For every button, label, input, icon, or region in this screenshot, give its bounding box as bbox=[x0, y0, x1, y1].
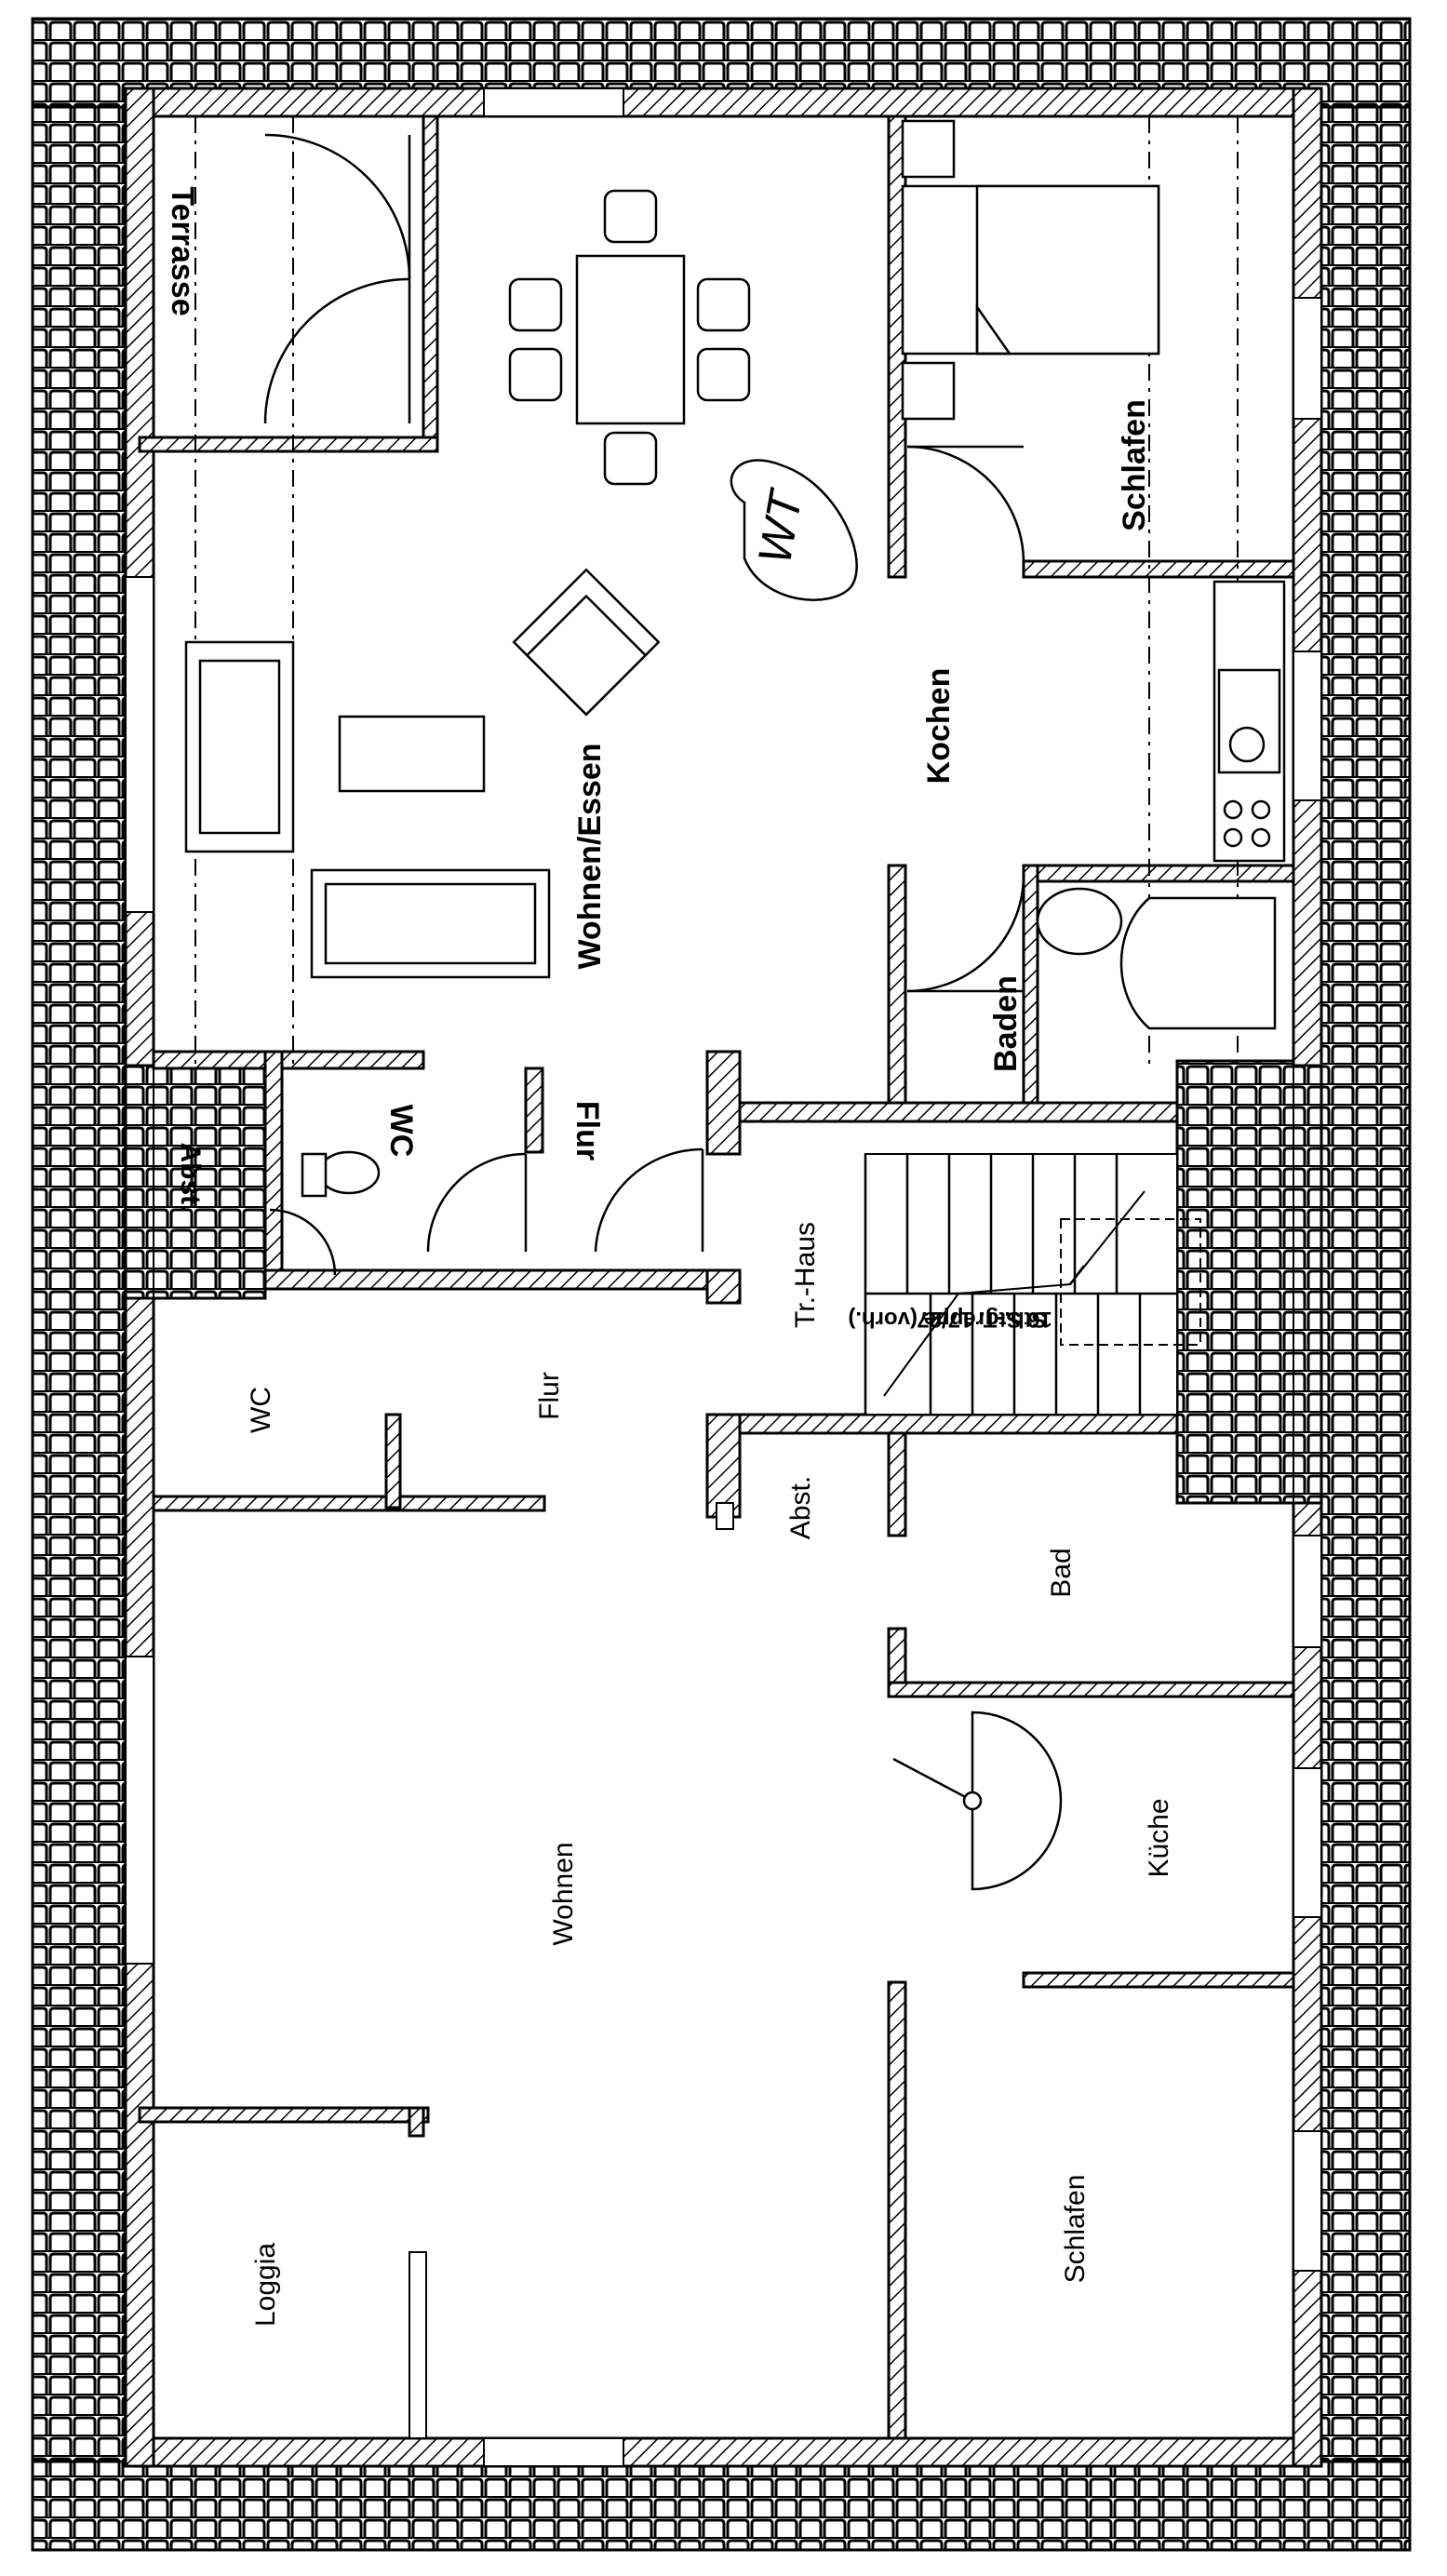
room-label-storage-top: Abst. bbox=[175, 1143, 206, 1213]
interior-walls-top bbox=[138, 114, 1295, 1519]
room-label-hall-top: Flur bbox=[569, 1101, 605, 1161]
stair-labels: Tr.-Haus Stb.-Treppe (vorh.) 16 Stg. 17/… bbox=[790, 1222, 1052, 1332]
stairwell bbox=[864, 1153, 1201, 1415]
handwritten-wt-mark: WT bbox=[748, 485, 812, 569]
room-label-living-dining: Wohnen/Essen bbox=[572, 743, 608, 969]
room-label-storage-bottom: Abst. bbox=[785, 1476, 816, 1539]
room-labels-top: Terrasse Wohnen/Essen Schlafen Kochen Ba… bbox=[165, 186, 1152, 1212]
furniture bbox=[184, 119, 1286, 1891]
roof-tiles bbox=[31, 17, 1412, 2552]
stair-note-line2: 16 Stg. 17/27 bbox=[917, 1307, 1052, 1332]
windows bbox=[125, 87, 1322, 2467]
interior-walls-bottom bbox=[138, 1413, 1295, 2440]
room-label-loggia: Loggia bbox=[250, 2243, 281, 2327]
room-label-hall-bottom: Flur bbox=[534, 1372, 565, 1420]
room-label-terrace: Terrasse bbox=[165, 186, 200, 315]
stairwell-label: Tr.-Haus bbox=[790, 1222, 821, 1328]
stair-note-line1: Stb.-Treppe (vorh.) bbox=[848, 1307, 1046, 1332]
room-labels-bottom: WC Flur Abst. Bad Küche Wohnen Schlafen … bbox=[246, 1372, 1174, 2327]
doors bbox=[263, 133, 1025, 1276]
room-label-bedroom-bottom: Schlafen bbox=[1060, 2175, 1091, 2284]
room-label-living-bottom: Wohnen bbox=[548, 1842, 579, 1945]
room-label-kitchen-bottom: Küche bbox=[1144, 1798, 1174, 1877]
room-label-kitchen-top: Kochen bbox=[921, 668, 957, 785]
room-label-bath-top: Baden bbox=[988, 975, 1024, 1072]
room-label-bedroom-top: Schlafen bbox=[1117, 399, 1152, 531]
room-label-bath-bottom: Bad bbox=[1046, 1548, 1077, 1597]
room-label-wc-bottom: WC bbox=[246, 1387, 276, 1433]
room-label-wc-top: WC bbox=[383, 1105, 419, 1158]
